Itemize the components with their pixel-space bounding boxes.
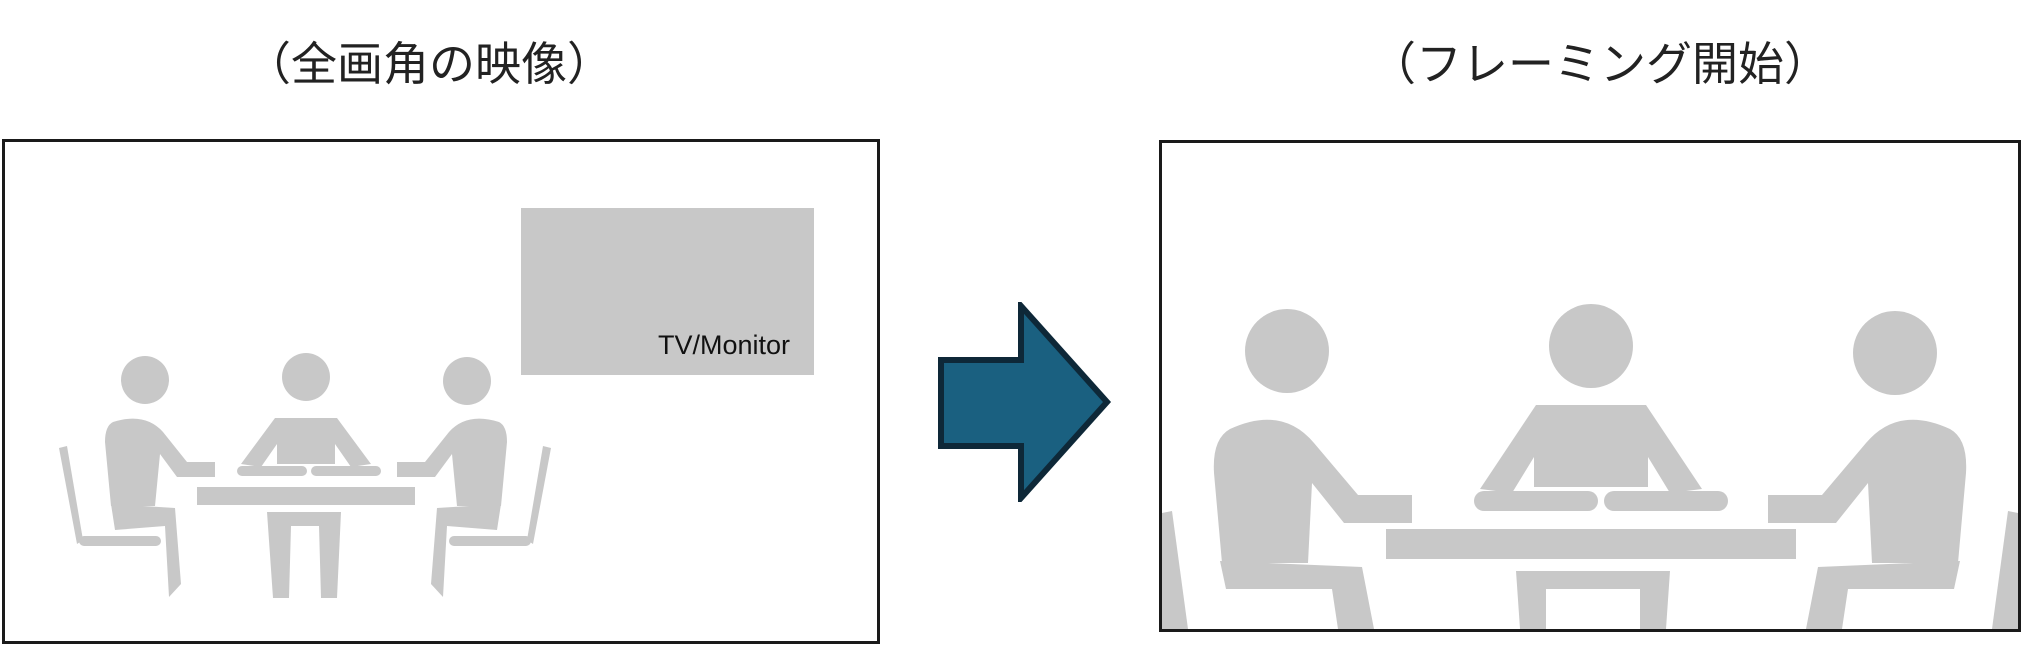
arrow-path [938, 302, 1112, 502]
person-right-head [443, 357, 491, 405]
table-top [197, 487, 415, 505]
caption-full-view: （全画角の映像） [245, 37, 613, 91]
person-left-legs [111, 504, 181, 597]
tv-monitor: TV/Monitor [521, 208, 814, 375]
person-left-body [1213, 419, 1412, 563]
chair-left-back [1162, 511, 1188, 629]
person-left-head [1245, 309, 1329, 393]
person-right-legs [431, 504, 501, 597]
person-left-head [121, 356, 169, 404]
chair-left-seat [79, 536, 161, 546]
framing-view-frame [1159, 140, 2021, 632]
monitor-screen [521, 208, 814, 375]
person-right-body [1768, 419, 1967, 563]
chair-right-back [1992, 511, 2018, 629]
person-right-body [397, 418, 507, 506]
person-center-arm-left [1474, 491, 1598, 511]
chair-right-back [527, 446, 551, 544]
person-center-head [282, 353, 330, 401]
caption-framing-start: （フレーミング開始） [1370, 37, 1830, 91]
chair-left-back [59, 446, 83, 544]
person-center-arm-left [237, 466, 307, 476]
person-left-body [105, 418, 215, 506]
table-top [1386, 529, 1796, 559]
meeting-people-icon [1162, 304, 2018, 629]
person-center-head [1549, 304, 1633, 388]
person-left-legs [1220, 561, 1374, 629]
person-center-arm-right [1604, 491, 1728, 511]
person-right-legs [1806, 561, 1960, 629]
arrow-shape [938, 302, 1112, 502]
full-view-scene: TV/Monitor [59, 208, 814, 598]
chair-right-seat [449, 536, 531, 546]
framing-view-scene [1162, 304, 2018, 629]
person-center-body [241, 418, 371, 467]
right-arrow-icon [937, 302, 1112, 502]
table-legs [1516, 571, 1670, 629]
monitor-label: TV/Monitor [658, 330, 790, 360]
person-center-body [1480, 405, 1702, 493]
person-center-arm-right [311, 466, 381, 476]
full-view-frame: TV/Monitor [2, 139, 880, 644]
table-legs [267, 512, 341, 598]
person-right-head [1853, 311, 1937, 395]
meeting-people-icon [59, 353, 551, 598]
